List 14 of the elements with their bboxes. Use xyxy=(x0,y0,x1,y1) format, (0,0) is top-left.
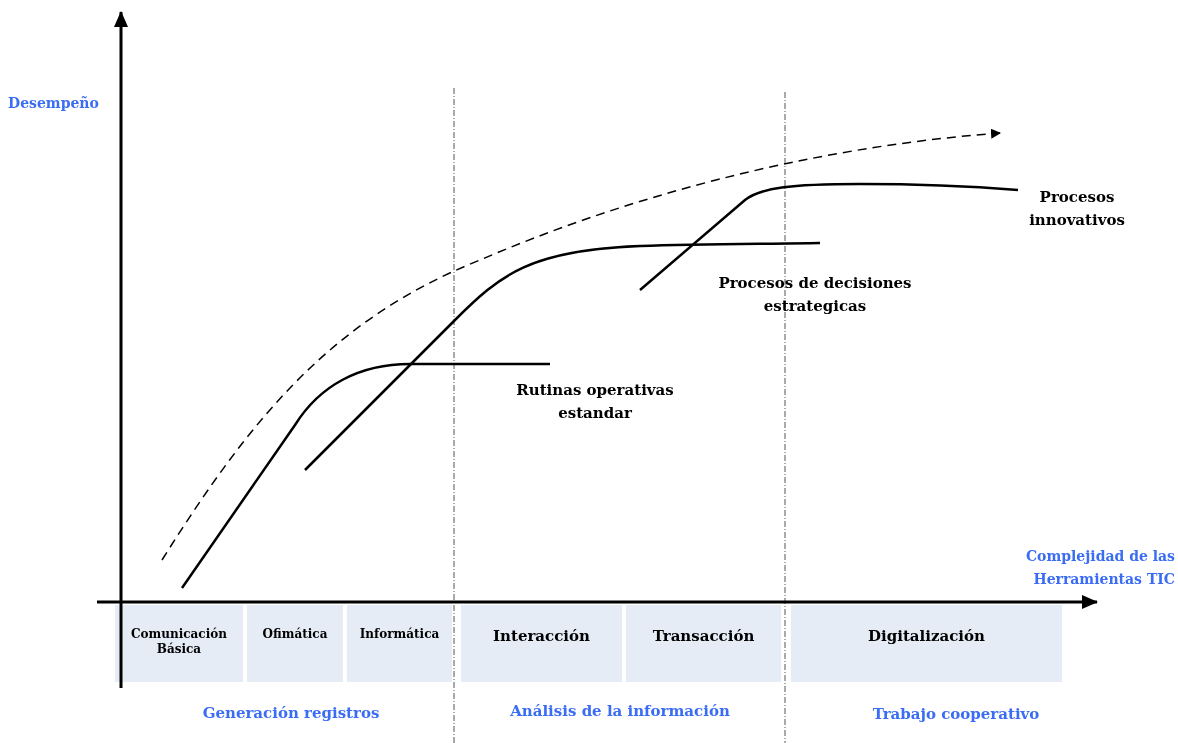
axis-title: Complejidad de las Herramientas TIC xyxy=(1024,547,1175,589)
group-label: Análisis de la información xyxy=(509,701,731,722)
category-box: Interacción xyxy=(461,605,622,682)
group-label: Trabajo cooperativo xyxy=(871,704,1041,725)
category-box: Comunicación Básica xyxy=(115,605,243,682)
curve-label: Rutinas operativas estandar xyxy=(515,380,675,424)
group-label: Generación registros xyxy=(201,703,381,724)
curve-label: Procesos de decisiones estrategicas xyxy=(717,273,913,317)
curve-label: Procesos innovativos xyxy=(1028,187,1126,231)
category-box: Informática xyxy=(347,605,452,682)
axis-title: Desempeño xyxy=(8,94,99,113)
category-box: Digitalización xyxy=(791,605,1062,682)
category-box: Ofimática xyxy=(247,605,343,682)
category-box: Transacción xyxy=(626,605,781,682)
